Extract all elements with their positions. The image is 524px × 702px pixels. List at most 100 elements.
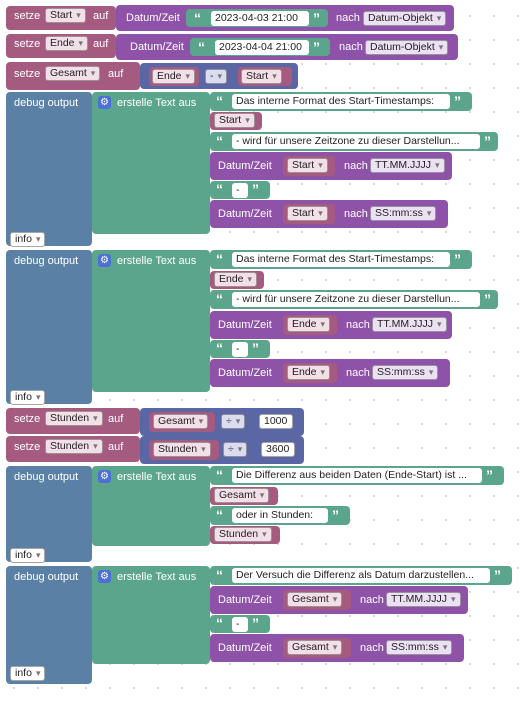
close-quote-icon: ”: [252, 615, 259, 631]
text-field[interactable]: 2023-04-04 21:00: [215, 40, 309, 55]
var-dropdown-hours[interactable]: Stunden: [153, 442, 211, 457]
debug-label: debug output: [14, 571, 79, 583]
text-field[interactable]: oder in Stunden:: [232, 508, 328, 523]
var-dropdown-hours[interactable]: Stunden: [45, 411, 103, 426]
text-field[interactable]: -: [232, 183, 248, 198]
text-join-block[interactable]: [92, 250, 210, 392]
format-dropdown[interactable]: SS:mm:ss: [370, 206, 437, 221]
open-quote-icon: “: [216, 567, 223, 583]
to-label: auf: [108, 68, 124, 80]
close-quote-icon: ”: [486, 467, 493, 483]
open-quote-icon: “: [216, 507, 223, 523]
text-field[interactable]: -: [232, 617, 248, 632]
format-dropdown[interactable]: Datum-Objekt: [365, 40, 449, 55]
text-field[interactable]: Das interne Format des Start-Timestamps:: [232, 252, 450, 267]
debug-output-block[interactable]: [6, 466, 92, 562]
set-label: setze: [14, 413, 41, 425]
number-field[interactable]: 1000: [259, 414, 293, 429]
after-label: nach: [360, 594, 384, 606]
format-dropdown[interactable]: TT.MM.JJJJ: [386, 592, 461, 607]
var-dropdown-end[interactable]: Ende: [45, 36, 89, 51]
debug-output-block[interactable]: [6, 92, 92, 246]
var-dropdown-start[interactable]: Start: [287, 158, 328, 173]
create-text-label: erstelle Text aus: [117, 255, 197, 267]
gear-icon[interactable]: ⚙: [98, 254, 111, 267]
datetime-label: Datum/Zeit: [126, 12, 180, 24]
var-dropdown-end[interactable]: Ende: [287, 365, 331, 380]
number-field[interactable]: 3600: [261, 442, 295, 457]
log-level-dropdown[interactable]: info: [10, 390, 46, 405]
var-dropdown-start[interactable]: Start: [214, 113, 255, 128]
var-dropdown-total[interactable]: Gesamt: [214, 488, 270, 503]
log-level-dropdown[interactable]: info: [10, 666, 46, 681]
var-dropdown-start[interactable]: Start: [287, 206, 328, 221]
operator-dropdown[interactable]: -: [205, 69, 228, 84]
after-label: nach: [360, 642, 384, 654]
operator-dropdown[interactable]: ÷: [223, 442, 248, 457]
format-dropdown[interactable]: Datum-Objekt: [363, 11, 447, 26]
text-field[interactable]: Der Versuch die Differenz als Datum darz…: [232, 568, 490, 583]
open-quote-icon: “: [216, 467, 223, 483]
var-dropdown-hours[interactable]: Stunden: [45, 439, 103, 454]
open-quote-icon: “: [216, 615, 223, 631]
debug-label: debug output: [14, 255, 79, 267]
var-dropdown-end[interactable]: Ende: [152, 69, 196, 84]
var-dropdown-hours[interactable]: Stunden: [214, 527, 272, 542]
create-text-label: erstelle Text aus: [117, 97, 197, 109]
var-dropdown-end[interactable]: Ende: [287, 317, 331, 332]
var-dropdown-end[interactable]: Ende: [214, 272, 258, 287]
debug-label: debug output: [14, 471, 79, 483]
open-quote-icon: “: [216, 93, 223, 109]
text-field[interactable]: Die Differenz aus beiden Daten (Ende-Sta…: [232, 468, 482, 483]
text-join-block[interactable]: [92, 466, 210, 546]
var-dropdown-total[interactable]: Gesamt: [45, 66, 101, 81]
after-label: nach: [336, 12, 360, 24]
datetime-label: Datum/Zeit: [218, 367, 272, 379]
var-dropdown-total[interactable]: Gesamt: [287, 640, 343, 655]
datetime-label: Datum/Zeit: [218, 319, 272, 331]
var-dropdown-start[interactable]: Start: [241, 69, 282, 84]
text-field[interactable]: Das interne Format des Start-Timestamps:: [232, 94, 450, 109]
text-field[interactable]: - wird für unsere Zeitzone zu dieser Dar…: [232, 292, 480, 307]
to-label: auf: [93, 10, 109, 22]
close-quote-icon: ”: [494, 567, 501, 583]
datetime-label: Datum/Zeit: [218, 642, 272, 654]
debug-output-block[interactable]: [6, 566, 92, 684]
create-text-label: erstelle Text aus: [117, 471, 197, 483]
close-quote-icon: ”: [484, 133, 491, 149]
close-quote-icon: ”: [252, 181, 259, 197]
var-dropdown-total[interactable]: Gesamt: [153, 414, 209, 429]
log-level-dropdown[interactable]: info: [10, 548, 46, 563]
text-field[interactable]: 2023-04-03 21:00: [211, 11, 309, 26]
to-label: auf: [93, 38, 109, 50]
text-field[interactable]: -: [232, 342, 248, 357]
after-label: nach: [344, 208, 368, 220]
format-dropdown[interactable]: SS:mm:ss: [372, 365, 439, 380]
text-field[interactable]: - wird für unsere Zeitzone zu dieser Dar…: [232, 134, 480, 149]
open-quote-icon: “: [216, 340, 223, 356]
datetime-label: Datum/Zeit: [218, 594, 272, 606]
log-level-dropdown[interactable]: info: [10, 232, 46, 247]
operator-dropdown[interactable]: ÷: [221, 414, 246, 429]
debug-output-block[interactable]: [6, 250, 92, 404]
gear-icon[interactable]: ⚙: [98, 470, 111, 483]
format-dropdown[interactable]: SS:mm:ss: [386, 640, 453, 655]
close-quote-icon: ”: [332, 507, 339, 523]
gear-icon[interactable]: ⚙: [98, 96, 111, 109]
after-label: nach: [346, 319, 370, 331]
open-quote-icon: “: [216, 291, 223, 307]
set-label: setze: [14, 38, 41, 50]
var-dropdown-start[interactable]: Start: [45, 8, 86, 23]
text-join-block[interactable]: [92, 92, 210, 234]
set-label: setze: [14, 68, 41, 80]
format-dropdown[interactable]: TT.MM.JJJJ: [370, 158, 445, 173]
after-label: nach: [339, 41, 363, 53]
var-dropdown-total[interactable]: Gesamt: [287, 592, 343, 607]
text-join-block[interactable]: [92, 566, 210, 664]
to-label: auf: [108, 413, 124, 425]
to-label: auf: [108, 441, 124, 453]
gear-icon[interactable]: ⚙: [98, 570, 111, 583]
format-dropdown[interactable]: TT.MM.JJJJ: [372, 317, 447, 332]
close-quote-icon: ”: [313, 10, 320, 26]
